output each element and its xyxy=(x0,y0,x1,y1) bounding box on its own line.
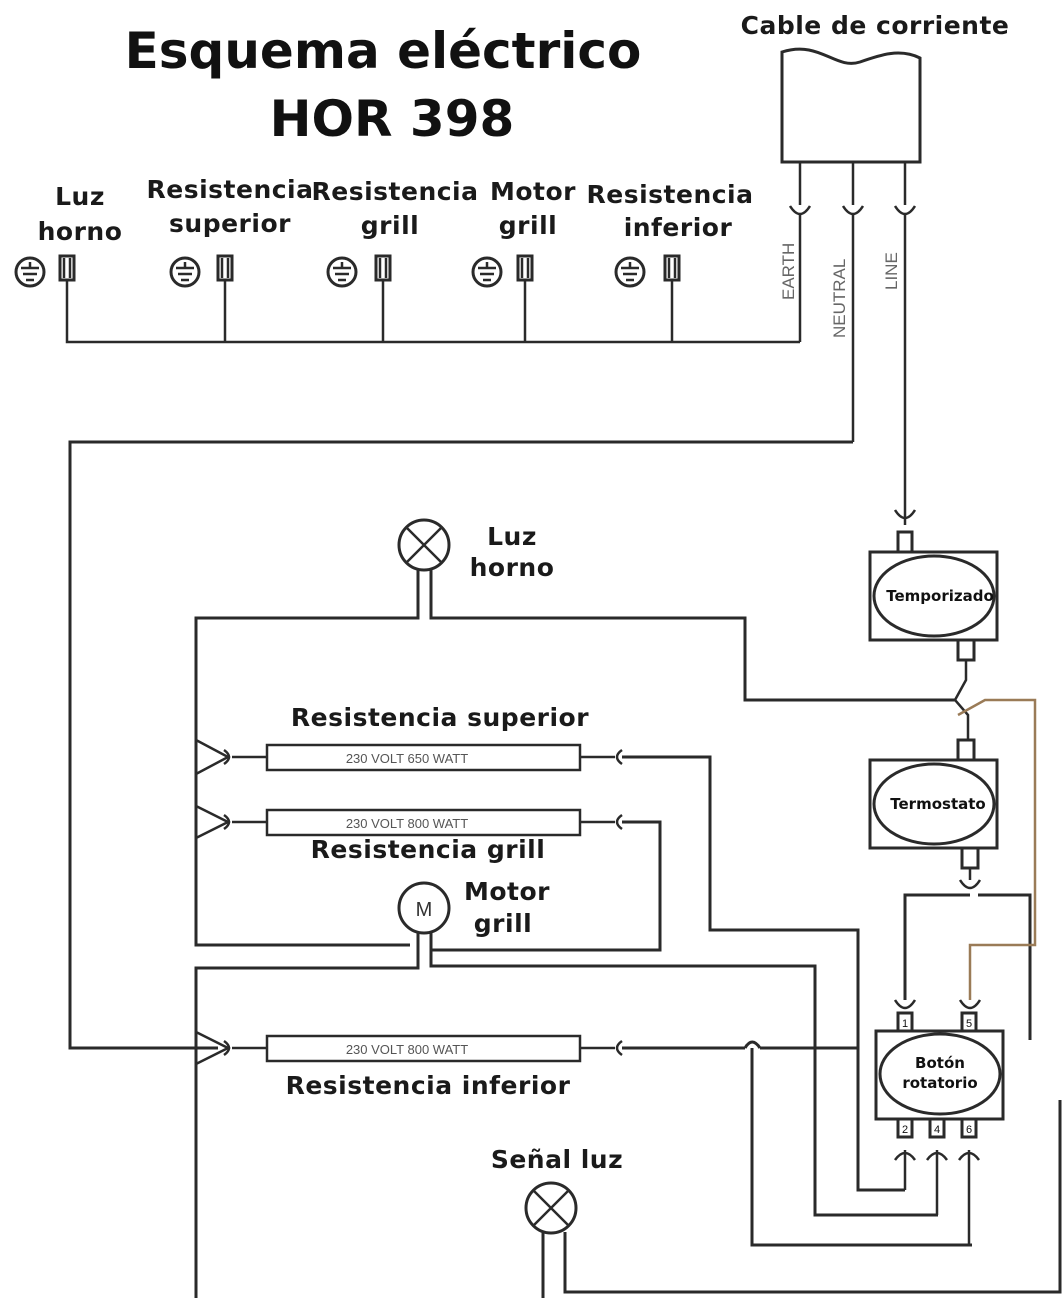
brown-wire xyxy=(957,698,1037,1000)
ground-terminal-label-line2: inferior xyxy=(624,213,733,242)
lamp-left-wire xyxy=(194,570,420,947)
rotary-switch-knob xyxy=(878,1032,1002,1116)
cable-plug-body xyxy=(780,47,922,164)
ground-connector-icon xyxy=(663,254,681,282)
ground-terminal-5: Resistencia inferior xyxy=(587,180,754,288)
earth-label: EARTH xyxy=(779,243,798,300)
lower-element xyxy=(265,1034,582,1063)
diagram-title-line2: HOR 398 xyxy=(270,90,515,148)
thermostat-to-button-wire xyxy=(903,893,970,1000)
thermostat-knob xyxy=(872,762,996,846)
ground-terminal-label-line1: Resistencia xyxy=(312,177,479,206)
ground-terminal-label-line1: Luz xyxy=(55,182,105,211)
cable-wires xyxy=(788,162,917,525)
ground-terminal-label-line1: Motor xyxy=(490,177,576,206)
ground-terminal-label-line1: Resistencia xyxy=(587,180,754,209)
ground-terminal-label-line1: Resistencia xyxy=(147,175,314,204)
line-label: LINE xyxy=(882,252,901,290)
grill-element-rating: 230 VOLT 800 WATT xyxy=(346,816,468,831)
rotary-switch: 1 5 Botón rotatorio 2 4 6 xyxy=(874,999,1005,1245)
thermostat-out-wire xyxy=(978,893,1032,1040)
signal-lamp-right-wire xyxy=(563,1100,1062,1294)
ground-symbol-icon xyxy=(326,256,358,288)
wire-crossover xyxy=(743,1040,762,1049)
ground-terminal-2: Resistencia superior xyxy=(147,175,314,288)
thermostat-label: Termostato xyxy=(890,795,985,813)
ground-terminal-label-line2: horno xyxy=(38,217,123,246)
ground-connector-icon xyxy=(374,254,392,282)
ground-terminal-label-line2: grill xyxy=(499,211,557,240)
rotary-pin-6: 6 xyxy=(966,1124,972,1136)
signal-lamp-label: Señal luz xyxy=(491,1145,623,1174)
rotary-pin-1: 1 xyxy=(902,1018,908,1030)
rotary-switch-label-line1: Botón xyxy=(915,1054,965,1072)
lower-element-return-wire xyxy=(750,1048,972,1247)
upper-element-label: Resistencia superior xyxy=(291,703,589,732)
ground-terminal-1: Luz horno xyxy=(14,182,123,288)
oven-lamp-label-line2: horno xyxy=(470,553,555,582)
ground-terminal-label-line2: grill xyxy=(361,211,419,240)
ground-connector-icon xyxy=(216,254,234,282)
grill-motor-symbol: M xyxy=(416,899,433,921)
timer-knob xyxy=(872,554,996,638)
diagram-title-line1: Esquema eléctrico xyxy=(125,22,642,80)
rotary-pin-4: 4 xyxy=(934,1124,940,1136)
ground-terminal-label-line2: superior xyxy=(169,209,291,238)
oven-lamp xyxy=(397,518,451,572)
motor-right-wire xyxy=(429,933,938,1217)
ground-connector-icon xyxy=(58,254,76,282)
ground-symbol-icon xyxy=(169,256,201,288)
oven-lamp-label-line1: Luz xyxy=(487,522,537,551)
timer-label: Temporizado xyxy=(886,587,994,605)
lower-element-rating: 230 VOLT 800 WATT xyxy=(346,1042,468,1057)
ground-terminal-3: Resistencia grill xyxy=(312,177,479,288)
grill-element-wire xyxy=(432,820,662,952)
rotary-pin-5: 5 xyxy=(966,1018,972,1030)
lamp-right-wire xyxy=(429,570,955,702)
lower-element-label: Resistencia inferior xyxy=(286,1071,571,1100)
grill-motor-label-line2: grill xyxy=(474,909,532,938)
cable-label: Cable de corriente xyxy=(741,11,1010,40)
neutral-wire xyxy=(68,440,853,1050)
ground-bus-wire xyxy=(65,280,800,344)
upper-element-wire xyxy=(622,755,905,1192)
rotary-switch-label-line2: rotatorio xyxy=(902,1074,977,1092)
motor-left-wire xyxy=(194,933,420,1298)
ground-symbol-icon xyxy=(471,256,503,288)
timer-to-thermostat-wire xyxy=(953,660,970,740)
rotary-pin-2: 2 xyxy=(902,1124,908,1136)
ground-symbol-icon xyxy=(14,256,46,288)
ground-connector-icon xyxy=(516,254,534,282)
grill-motor-label-line1: Motor xyxy=(464,877,550,906)
grill-element-label: Resistencia grill xyxy=(311,835,546,864)
ground-symbol-icon xyxy=(614,256,646,288)
neutral-label: NEUTRAL xyxy=(830,259,849,338)
grill-motor-icon xyxy=(397,881,451,935)
ground-terminal-4: Motor grill xyxy=(471,177,576,288)
upper-element-rating: 230 VOLT 650 WATT xyxy=(346,751,468,766)
